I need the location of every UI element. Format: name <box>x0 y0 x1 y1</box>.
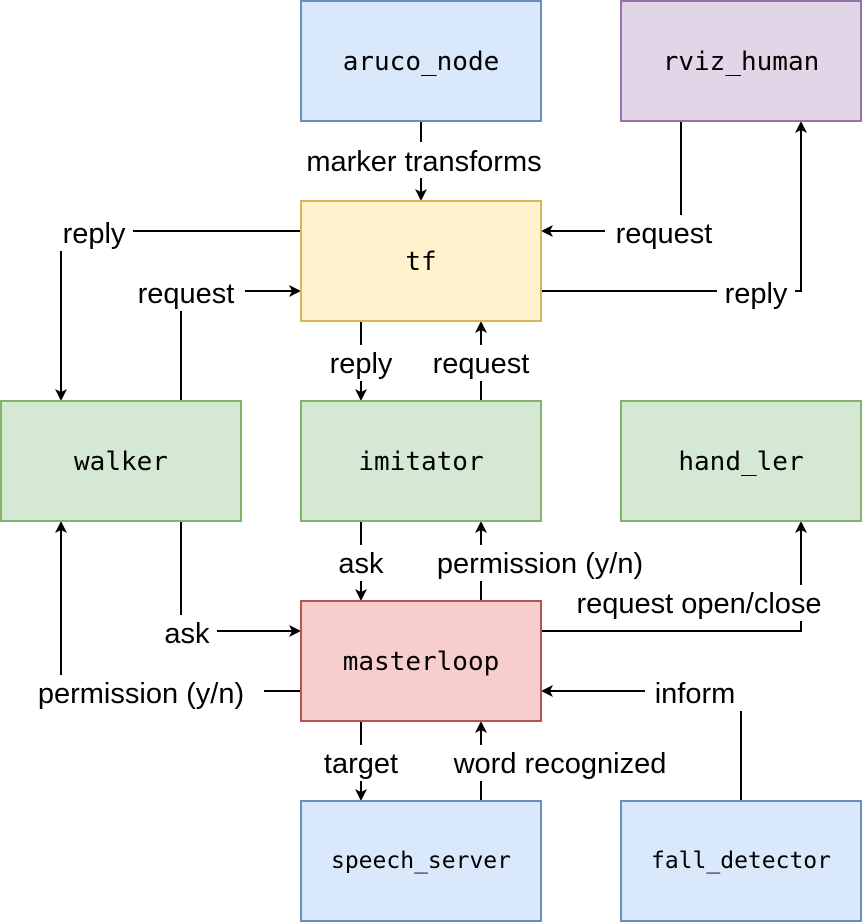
svg-text:target: target <box>324 748 398 780</box>
svg-text:request: request <box>433 348 530 380</box>
svg-text:reply: reply <box>330 348 393 380</box>
label-rviz-tf-request: request <box>605 215 723 251</box>
svg-text:aruco_node: aruco_node <box>343 47 500 77</box>
node-imitator: imitator <box>300 400 542 522</box>
edge-masterloop-to-handler <box>541 521 807 632</box>
node-aruco-node: aruco_node <box>300 0 542 122</box>
svg-text:ask: ask <box>338 548 384 580</box>
label-masterloop-imitator-permission: permission (y/n) <box>417 545 663 581</box>
label-tf-rviz-reply: reply <box>717 275 795 311</box>
svg-text:speech_server: speech_server <box>331 848 511 874</box>
svg-text:fall_detector: fall_detector <box>651 848 831 874</box>
label-masterloop-speech-target: target <box>314 745 408 781</box>
label-fall-masterloop-inform: inform <box>645 675 745 711</box>
edge-walker-to-masterloop <box>180 521 301 637</box>
label-walker-masterloop-ask: ask <box>157 615 217 651</box>
node-speech-server: speech_server <box>300 800 542 922</box>
svg-text:permission (y/n): permission (y/n) <box>38 678 244 710</box>
label-speech-masterloop-word-recognized: word recognized <box>433 745 687 781</box>
label-marker-transforms: marker transforms <box>285 142 563 178</box>
label-tf-imitator-reply: reply <box>322 345 400 381</box>
edge-tf-to-rviz <box>541 121 807 292</box>
label-request-open-close: request open/close <box>553 585 845 621</box>
svg-text:rviz_human: rviz_human <box>663 47 820 77</box>
node-masterloop: masterloop <box>300 600 542 722</box>
label-imitator-tf-request: request <box>422 345 540 381</box>
label-masterloop-walker-permission: permission (y/n) <box>18 675 264 711</box>
edge-rviz-to-tf <box>541 121 682 237</box>
svg-text:tf: tf <box>405 247 436 277</box>
node-tf: tf <box>300 200 542 322</box>
svg-text:walker: walker <box>74 447 168 477</box>
svg-text:inform: inform <box>655 678 736 710</box>
svg-text:reply: reply <box>63 218 126 250</box>
svg-text:imitator: imitator <box>358 447 483 477</box>
label-imitator-masterloop-ask: ask <box>331 545 391 581</box>
svg-text:ask: ask <box>164 618 210 650</box>
svg-text:word recognized: word recognized <box>453 748 667 780</box>
label-tf-walker-reply: reply <box>55 215 133 251</box>
node-walker: walker <box>0 400 242 522</box>
svg-text:marker transforms: marker transforms <box>306 146 541 178</box>
svg-text:request open/close: request open/close <box>576 588 821 620</box>
svg-text:request: request <box>138 278 235 310</box>
svg-text:permission (y/n): permission (y/n) <box>437 548 643 580</box>
svg-text:hand_ler: hand_ler <box>678 447 803 477</box>
svg-text:reply: reply <box>725 278 788 310</box>
node-fall-detector: fall_detector <box>620 800 862 922</box>
label-walker-tf-request: request <box>127 275 245 311</box>
svg-text:request: request <box>616 218 713 250</box>
node-hand-ler: hand_ler <box>620 400 862 522</box>
svg-text:masterloop: masterloop <box>343 647 500 677</box>
node-rviz-human: rviz_human <box>620 0 862 122</box>
